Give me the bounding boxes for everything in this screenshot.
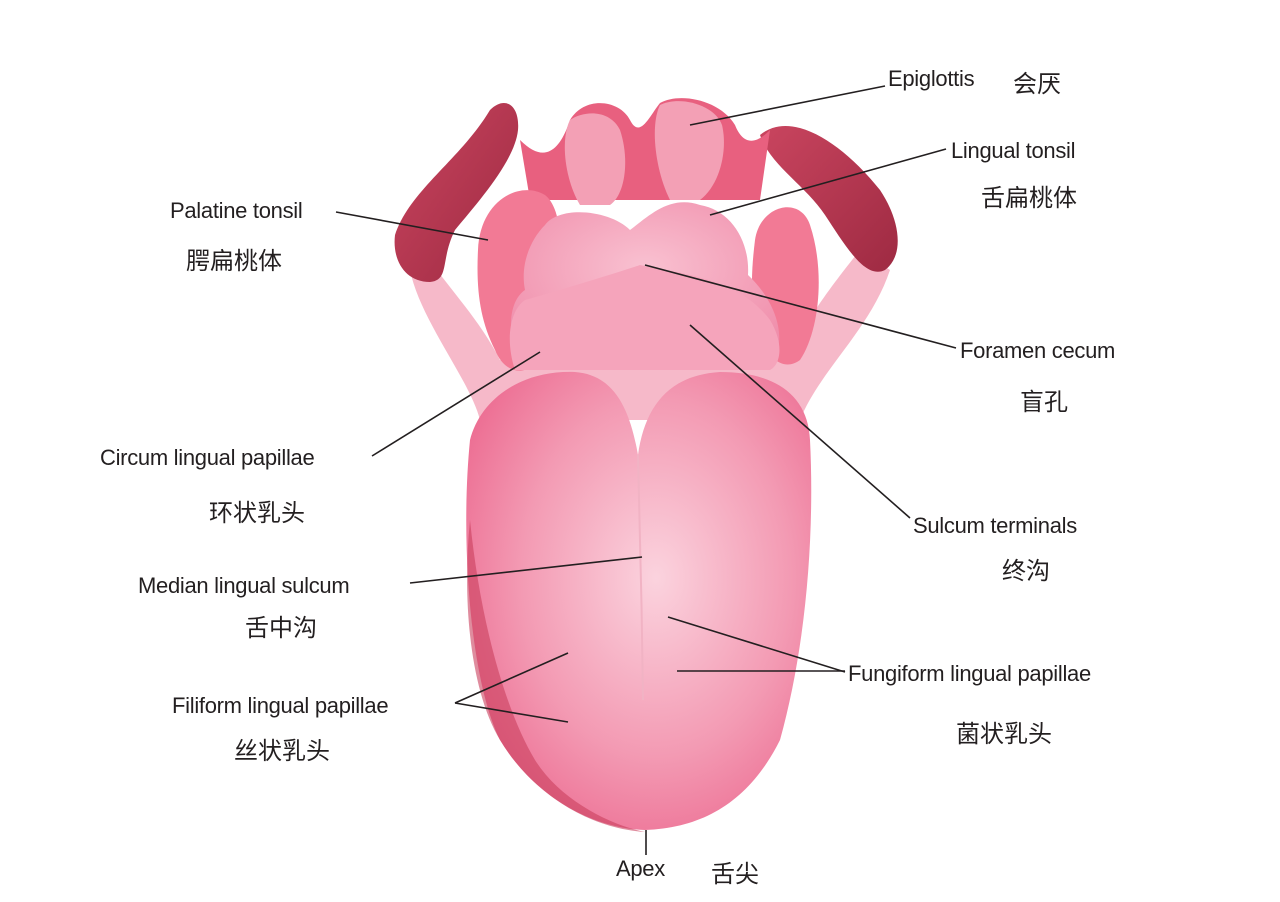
leader-filiform-1 bbox=[454, 652, 569, 704]
leader-epiglottis bbox=[689, 85, 886, 126]
leader-filiform-2 bbox=[454, 702, 569, 723]
label-fungiform: Fungiform lingual papillae bbox=[848, 661, 1091, 686]
label-palatine-tonsil-zh: 腭扁桃体 bbox=[186, 247, 282, 275]
label-apex: Apex bbox=[616, 856, 665, 881]
leader-sulcum-terminals bbox=[689, 324, 911, 519]
leader-circum-lingual bbox=[371, 351, 541, 457]
leader-foramen-cecum bbox=[644, 264, 957, 349]
label-sulcum-terminals-zh: 终沟 bbox=[1002, 557, 1050, 585]
label-filiform-zh: 丝状乳头 bbox=[234, 737, 330, 765]
median-sulcus bbox=[637, 454, 644, 701]
label-lingual-tonsil: Lingual tonsil bbox=[951, 138, 1076, 163]
label-epiglottis-zh: 会厌 bbox=[1013, 70, 1061, 98]
leader-fungiform-1 bbox=[667, 616, 846, 673]
leader-lingual-tonsil bbox=[709, 148, 947, 216]
label-foramen-cecum: Foramen cecum bbox=[960, 338, 1116, 363]
epiglottis bbox=[520, 98, 770, 200]
label-foramen-cecum-zh: 盲孔 bbox=[1020, 388, 1068, 416]
right-tonsil-fold bbox=[760, 126, 898, 272]
label-sulcum-terminals: Sulcum terminals bbox=[913, 513, 1077, 538]
label-median-sulcum: Median lingual sulcum bbox=[138, 573, 350, 598]
leader-palatine-tonsil bbox=[335, 211, 489, 241]
label-circum-lingual: Circum lingual papillae bbox=[100, 445, 315, 470]
tongue-body bbox=[466, 371, 812, 830]
label-fungiform-zh: 菌状乳头 bbox=[956, 720, 1052, 748]
label-circum-lingual-zh: 环状乳头 bbox=[209, 499, 305, 527]
label-lingual-tonsil-zh: 舌扁桃体 bbox=[981, 184, 1077, 212]
label-filiform: Filiform lingual papillae bbox=[172, 693, 389, 718]
pharynx-wall bbox=[410, 250, 890, 420]
label-apex-zh: 舌尖 bbox=[711, 860, 759, 888]
leader-lines bbox=[335, 85, 957, 855]
leader-median-sulcum bbox=[409, 556, 643, 584]
label-palatine-tonsil: Palatine tonsil bbox=[170, 198, 303, 223]
left-tonsil-fold bbox=[394, 102, 519, 282]
label-epiglottis: Epiglottis bbox=[888, 66, 975, 91]
label-median-sulcum-zh: 舌中沟 bbox=[245, 614, 317, 642]
